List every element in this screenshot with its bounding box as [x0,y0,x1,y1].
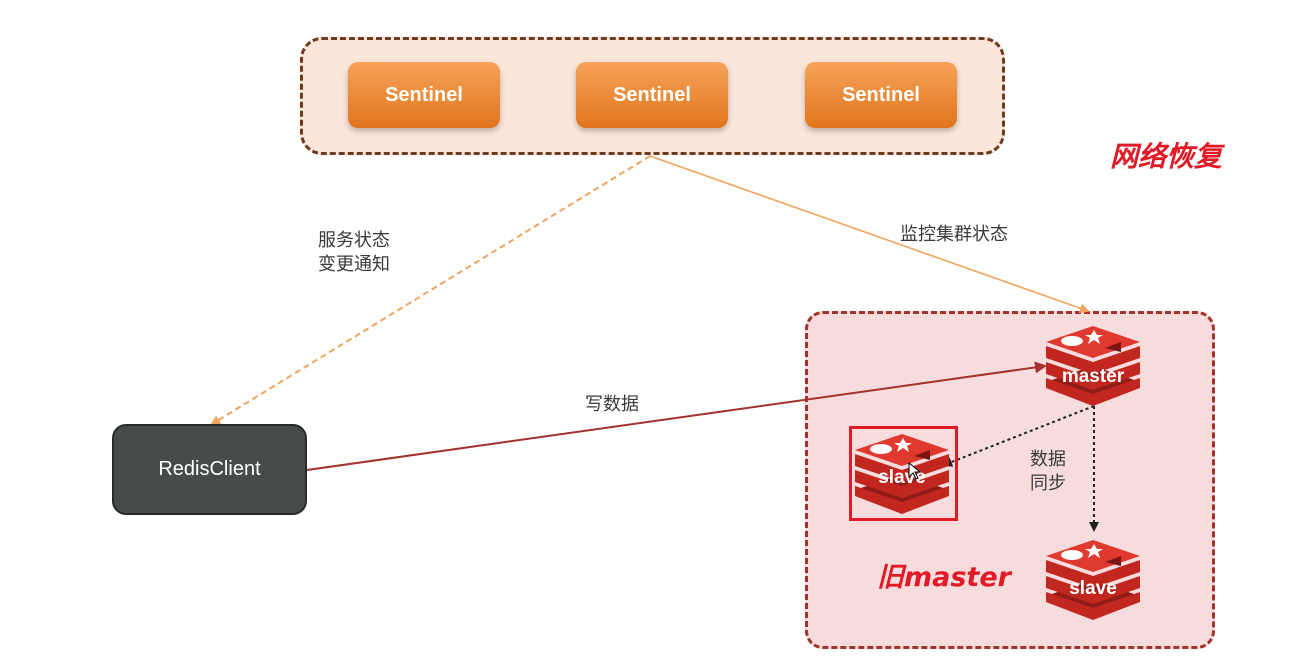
sync-label-line2: 同步 [1030,473,1066,494]
sentinel-label: Sentinel [842,83,920,106]
write-label: 写数据 [585,394,639,415]
sentinel-node-2[interactable]: Sentinel [576,62,728,128]
old-master-label: 旧master [877,562,1011,593]
sentinel-label: Sentinel [385,83,463,106]
redis-client-label: RedisClient [158,458,261,480]
sentinel-label: Sentinel [613,83,691,106]
redis-logo-icon [1046,326,1140,406]
notify-label: 服务状态 变更通知 [318,229,390,277]
notify-label-line2: 变更通知 [318,254,390,275]
master-node[interactable]: master [1042,322,1144,408]
redis-client-box[interactable]: RedisClient [112,424,307,515]
write-arrow [306,361,1047,471]
monitor-label: 监控集群状态 [900,224,1008,245]
slave-label: slave [1069,578,1117,599]
sync-label: 数据 同步 [1030,448,1066,496]
redis-logo-icon [1046,540,1140,620]
notify-label-line1: 服务状态 [318,230,390,251]
redis-logo-icon [855,434,949,514]
monitor-arrow [649,155,1090,314]
network-recovery-label: 网络恢复 [1110,140,1223,173]
sync-label-line1: 数据 [1030,449,1066,470]
slave-node[interactable]: slave [1042,536,1144,622]
master-label: master [1061,366,1125,387]
sync-arrow-old-slave [942,405,1095,467]
old-master-highlight [849,426,958,521]
sentinel-node-1[interactable]: Sentinel [348,62,500,128]
notify-arrow [210,155,651,426]
mouse-cursor-icon [908,462,922,480]
old-master-slave-node[interactable]: slave [851,430,953,516]
sentinel-node-3[interactable]: Sentinel [805,62,957,128]
